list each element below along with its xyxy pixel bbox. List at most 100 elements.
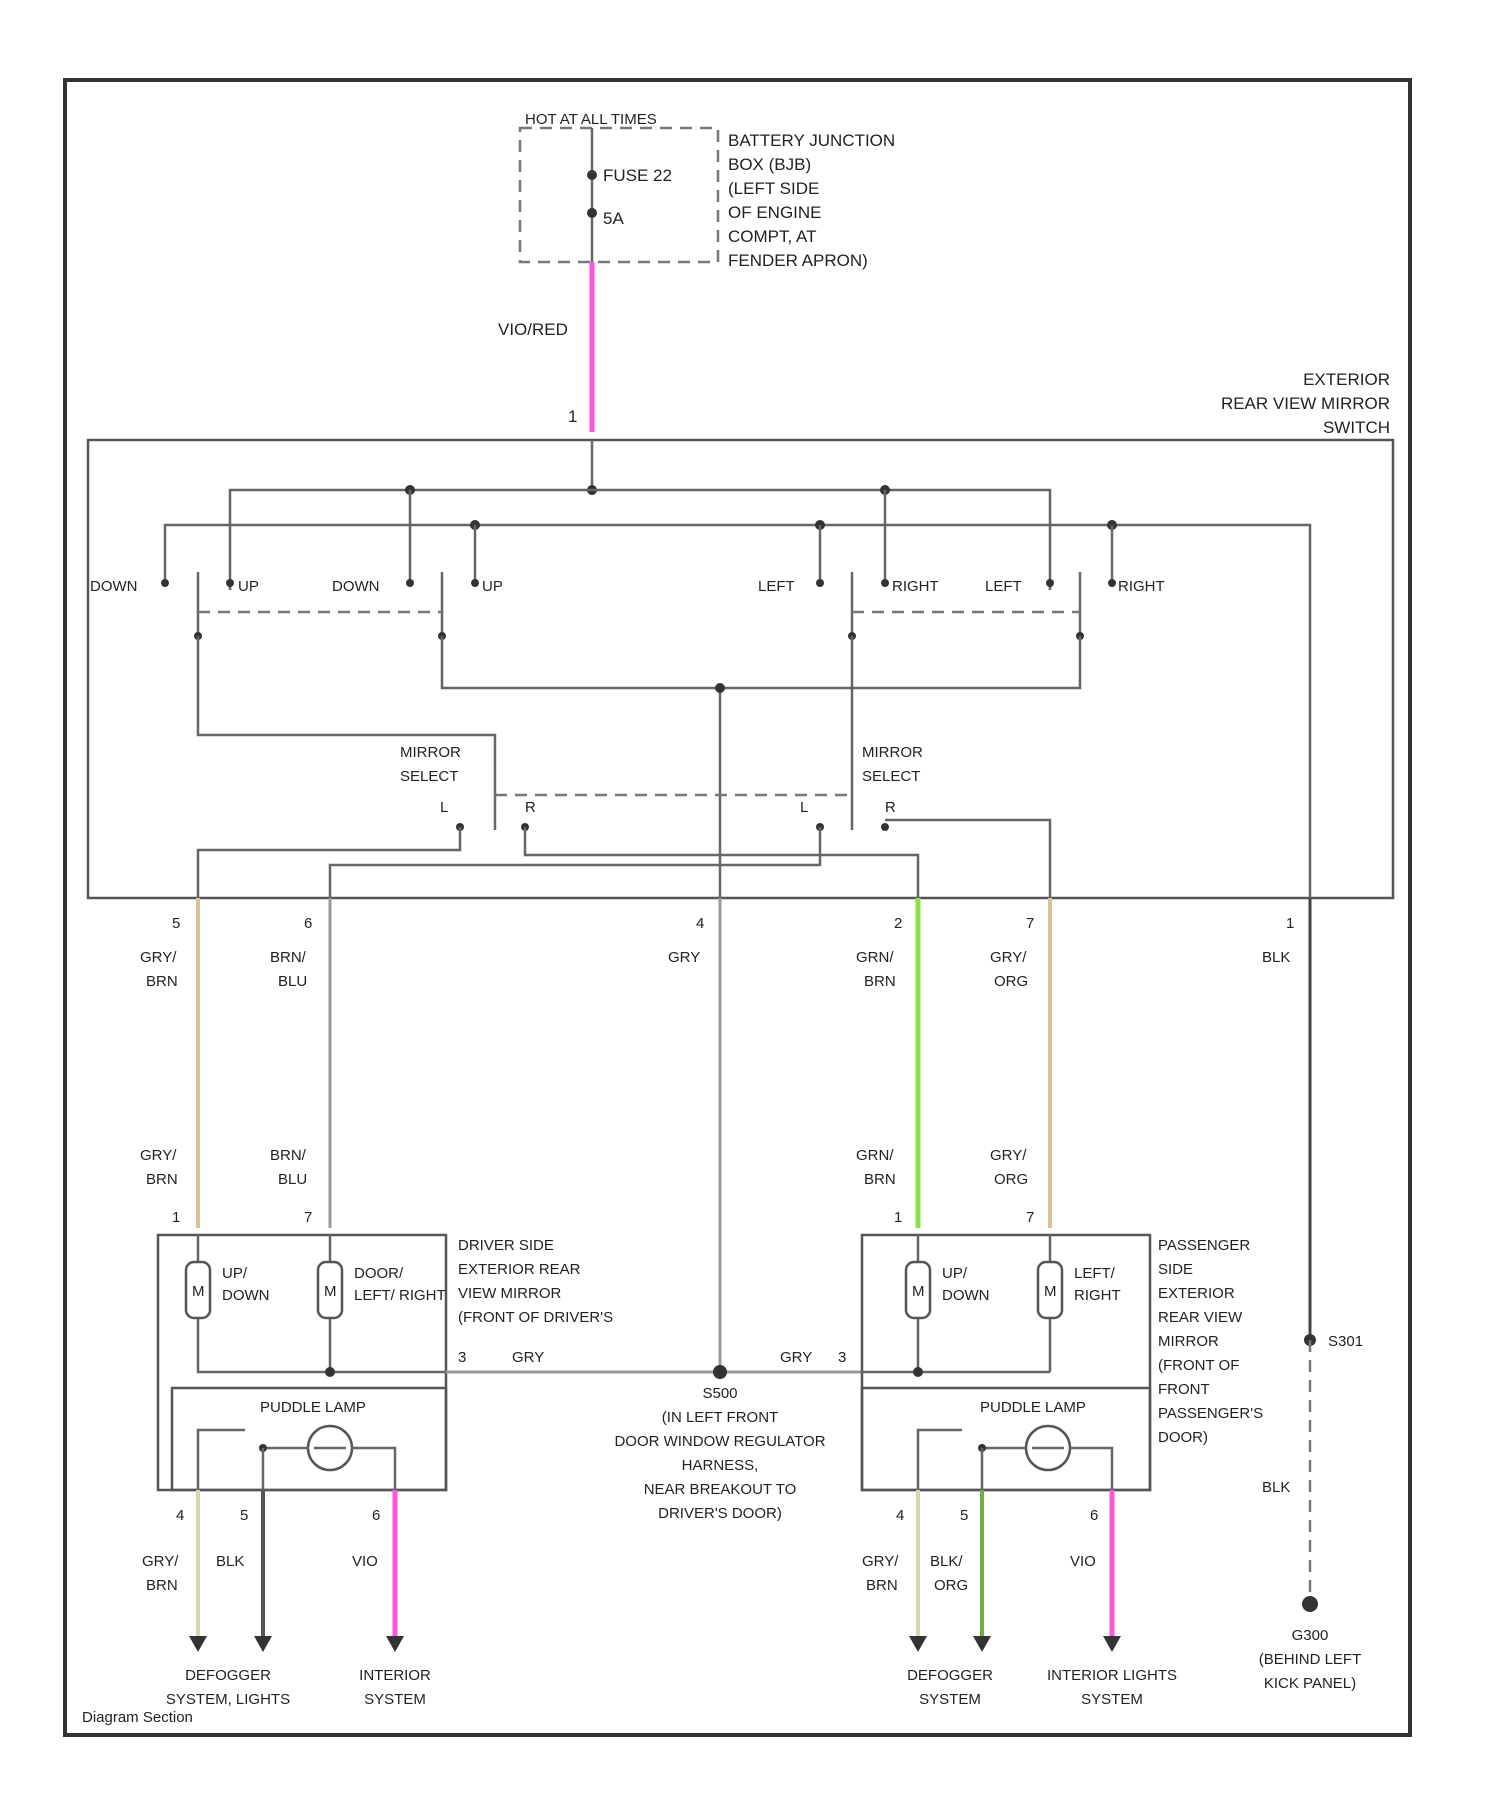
select-r-left: R	[525, 799, 536, 816]
center-junction	[715, 683, 725, 693]
pass-title-9: DOOR)	[1158, 1429, 1208, 1446]
pass-lower-wire-2a: BLK/	[930, 1553, 963, 1570]
driver-lower-wire-1b: BRN	[146, 1577, 178, 1594]
select-r-right: R	[885, 799, 896, 816]
select-l-right: L	[800, 799, 808, 816]
fuse-amps: 5A	[603, 209, 624, 228]
wire-label-brn-blu-1: BRN/	[270, 949, 307, 966]
dest-interior-lights-2: SYSTEM	[1081, 1691, 1143, 1708]
pass-arrow-2	[973, 1636, 991, 1652]
contact-dot-7	[1046, 579, 1054, 587]
pass-title-1: PASSENGER	[1158, 1237, 1250, 1254]
dest-defogger-lights-1: DEFOGGER	[185, 1667, 271, 1684]
contact-dot-5	[816, 579, 824, 587]
mirror-select-right-1: MIRROR	[862, 744, 923, 761]
splice-line-4: NEAR BREAKOUT TO	[644, 1481, 797, 1498]
wire-label-gry-org-1: GRY/	[990, 949, 1027, 966]
driver-gnd-pin: 3	[458, 1349, 466, 1366]
bjb-line-1: BATTERY JUNCTION	[728, 131, 895, 150]
wire-label-gry-brn-1: GRY/	[140, 949, 177, 966]
pass-gnd-wire-label: GRY	[780, 1349, 812, 1366]
mid-label-grn-brn-1: GRN/	[856, 1147, 894, 1164]
pass-lower-pin-4: 4	[896, 1507, 904, 1524]
pass-motor-1-label-2: DOWN	[942, 1287, 990, 1304]
pass-title-8: PASSENGER'S	[1158, 1405, 1263, 1422]
mid-label-brn-blu-1: BRN/	[270, 1147, 307, 1164]
contact-dot-8	[1108, 579, 1116, 587]
contact-up-1: UP	[238, 578, 259, 595]
pass-lower-wire-3: VIO	[1070, 1553, 1096, 1570]
pass-motor-1-m: M	[912, 1283, 925, 1300]
select-contact-4	[881, 823, 889, 831]
fuse-terminal-top	[587, 170, 597, 180]
pass-lamp-switch	[918, 1430, 962, 1490]
wire-label-gry-org-2: ORG	[994, 973, 1028, 990]
pass-common-junction	[913, 1367, 923, 1377]
dest-defogger-1: DEFOGGER	[907, 1667, 993, 1684]
contact-right-1: RIGHT	[892, 578, 939, 595]
mirror-select-right-2: SELECT	[862, 768, 920, 785]
pin-1-label: 1	[1286, 915, 1294, 932]
pass-title-3: EXTERIOR	[1158, 1285, 1235, 1302]
switch-title-2: REAR VIEW MIRROR	[1221, 394, 1390, 413]
mid-label-gry-brn-2: BRN	[146, 1171, 178, 1188]
contact-dot-4	[471, 579, 479, 587]
splice-line-1: (IN LEFT FRONT	[662, 1409, 778, 1426]
switch-title-3: SWITCH	[1323, 418, 1390, 437]
pin-7-label: 7	[1026, 915, 1034, 932]
pass-motor-1-label-1: UP/	[942, 1265, 968, 1282]
pass-title-7: FRONT	[1158, 1381, 1210, 1398]
fuse-terminal-bottom	[587, 208, 597, 218]
pass-pin-7: 7	[1026, 1209, 1034, 1226]
driver-motor-1-label-1: UP/	[222, 1265, 248, 1282]
battery-junction-box: HOT AT ALL TIMES BATTERY JUNCTION BOX (B…	[520, 111, 895, 270]
ground-line-2: (BEHIND LEFT	[1259, 1651, 1362, 1668]
bjb-line-5: COMPT, AT	[728, 227, 816, 246]
driver-common-junction	[325, 1367, 335, 1377]
hot-at-all-times-label: HOT AT ALL TIMES	[525, 111, 657, 128]
bjb-dashed-outline	[520, 128, 718, 262]
switch-pin-top: 1	[568, 407, 577, 426]
dest-defogger-2: SYSTEM	[919, 1691, 981, 1708]
mirror-switch: EXTERIOR REAR VIEW MIRROR SWITCH DOWN UP…	[88, 370, 1393, 898]
pin-5-label: 5	[172, 915, 180, 932]
pass-lower-pin-5: 5	[960, 1507, 968, 1524]
wire-label-gry: GRY	[668, 949, 700, 966]
driver-motor-2-m: M	[324, 1283, 337, 1300]
mirror-select-left-1: MIRROR	[400, 744, 461, 761]
ground-circuit: S301 BLK G300 (BEHIND LEFT KICK PANEL)	[1259, 1333, 1363, 1692]
pass-lower-wire-1a: GRY/	[862, 1553, 899, 1570]
splice-s500-dot	[713, 1365, 727, 1379]
ground-line-1: G300	[1292, 1627, 1329, 1644]
bjb-line-2: BOX (BJB)	[728, 155, 811, 174]
contact-down-1: DOWN	[90, 578, 138, 595]
driver-title-1: DRIVER SIDE	[458, 1237, 554, 1254]
select-out-2	[330, 827, 820, 898]
pass-motor-2-m: M	[1044, 1283, 1057, 1300]
driver-title-4: (FRONT OF DRIVER'S	[458, 1309, 613, 1326]
ground-wire-label: BLK	[1262, 1479, 1290, 1496]
contact-down-2: DOWN	[332, 578, 380, 595]
driver-puddle-label: PUDDLE LAMP	[260, 1399, 366, 1416]
pass-motor-2-label-2: RIGHT	[1074, 1287, 1121, 1304]
mid-label-gry-org-2: ORG	[994, 1171, 1028, 1188]
pass-title-2: SIDE	[1158, 1261, 1193, 1278]
pass-lower-wire-2b: ORG	[934, 1577, 968, 1594]
contact-up-2: UP	[482, 578, 503, 595]
wire-label-gry-brn-2: BRN	[146, 973, 178, 990]
dest-interior-1: INTERIOR	[359, 1667, 431, 1684]
feed-wire-label: VIO/RED	[498, 320, 568, 339]
driver-pin-7: 7	[304, 1209, 312, 1226]
driver-lower-wire-2: BLK	[216, 1553, 244, 1570]
driver-title-3: VIEW MIRROR	[458, 1285, 561, 1302]
mid-label-gry-brn-1: GRY/	[140, 1147, 177, 1164]
pass-arrow-3	[1103, 1636, 1121, 1652]
ground-g300-icon	[1302, 1596, 1318, 1612]
dest-interior-2: SYSTEM	[364, 1691, 426, 1708]
pass-lower-pin-6: 6	[1090, 1507, 1098, 1524]
mid-label-brn-blu-2: BLU	[278, 1171, 307, 1188]
driver-motor-common	[198, 1370, 446, 1372]
wire-label-grn-brn-2: BRN	[864, 973, 896, 990]
splice-line-2: DOOR WINDOW REGULATOR	[614, 1433, 825, 1450]
common-bus-upper	[230, 490, 1050, 590]
